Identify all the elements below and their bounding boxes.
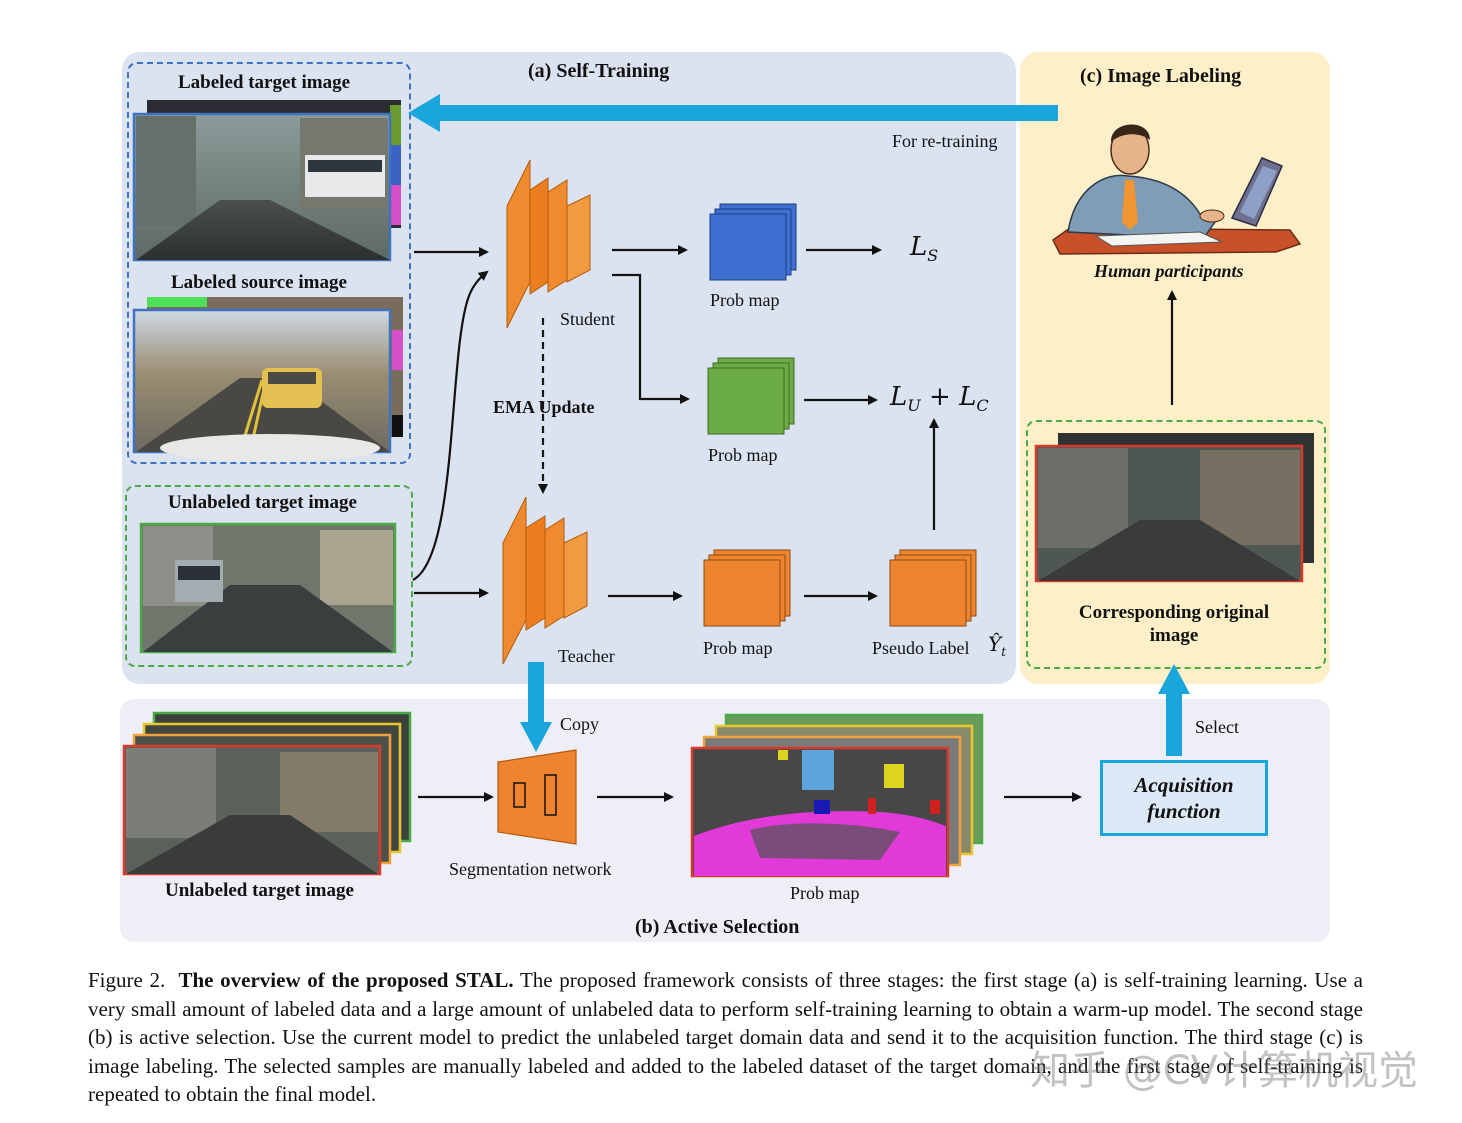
bottom-unlabeled-stack xyxy=(122,711,412,876)
segmentation-prob-map-stack xyxy=(690,713,984,878)
loss-lu-lc: LU + LC xyxy=(890,382,989,416)
labeled-source-label: Labeled source image xyxy=(171,272,347,293)
corresponding-original-image xyxy=(1034,433,1314,583)
caption-body: The proposed framework consists of three… xyxy=(88,968,1363,1106)
pseudo-label-label: Pseudo Label xyxy=(872,638,970,658)
prob-map-label-4: Prob map xyxy=(790,883,860,903)
student-model xyxy=(506,159,591,329)
labeled-source-image xyxy=(132,297,403,462)
flow-arrows xyxy=(412,245,1177,802)
retraining-label: For re-training xyxy=(892,131,998,151)
prob-map-label-1: Prob map xyxy=(710,290,780,310)
human-participants-label: Human participants xyxy=(1094,261,1244,281)
unlabeled-target-image xyxy=(139,522,397,654)
copy-label: Copy xyxy=(560,714,600,734)
teacher-model xyxy=(502,496,588,665)
unlabeled-image-box xyxy=(125,485,413,667)
unlabeled-target-label: Unlabeled target image xyxy=(168,492,357,513)
student-prob-map-blue xyxy=(709,203,797,281)
stage-b-title: (b) Active Selection xyxy=(635,916,800,938)
caption-bold: The overview of the proposed STAL. xyxy=(178,968,514,992)
prob-map-label-2: Prob map xyxy=(708,445,778,465)
ema-update-label: EMA Update xyxy=(493,397,595,417)
acquisition-line-1: Acquisition xyxy=(1134,773,1234,797)
loss-ls: LS xyxy=(910,232,939,266)
teacher-label: Teacher xyxy=(558,646,615,666)
figure-caption: Figure 2. The overview of the proposed S… xyxy=(88,966,1363,1109)
prob-map-label-3: Prob map xyxy=(703,638,773,658)
stage-c-title: (c) Image Labeling xyxy=(1080,65,1242,87)
acquisition-line-2: function xyxy=(1147,799,1221,823)
labeled-target-label: Labeled target image xyxy=(178,72,351,93)
stage-a-title: (a) Self-Training xyxy=(528,60,670,82)
caption-prefix: Figure 2. xyxy=(88,968,166,992)
original-image-label-2: image xyxy=(1149,625,1199,646)
student-label: Student xyxy=(560,309,616,329)
human-participant-illustration xyxy=(1052,124,1302,255)
original-image-label-1: Corresponding original xyxy=(1078,602,1270,623)
watermark: 知乎 @CV计算机视觉 xyxy=(1030,1048,1419,1094)
student-prob-map-green xyxy=(707,357,795,435)
segmentation-network-shape xyxy=(497,749,577,845)
labeled-images-box xyxy=(127,62,411,464)
labeled-target-image xyxy=(132,100,401,262)
bottom-unlabeled-label: Unlabeled target image xyxy=(165,880,354,901)
pseudo-label-map xyxy=(889,549,977,627)
teacher-prob-map xyxy=(703,549,791,627)
yhat-symbol: Ŷt xyxy=(988,632,1007,659)
select-label: Select xyxy=(1195,717,1239,737)
segmentation-network-label: Segmentation network xyxy=(449,859,612,879)
cyan-arrows xyxy=(408,94,1190,756)
